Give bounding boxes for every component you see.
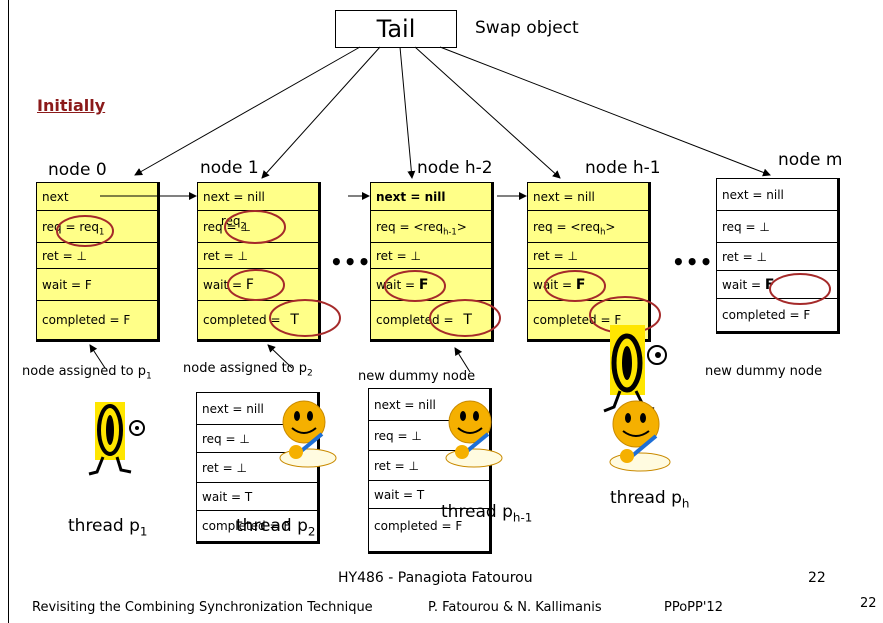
tail-label: Tail (376, 15, 416, 43)
field-next: next = nill (371, 183, 491, 211)
thread-ph-label: thread ph (610, 488, 690, 511)
course-footer: HY486 - Panagiota Fatourou (338, 570, 533, 586)
node-h-1-title: node h-1 (585, 158, 661, 178)
field-req: req = ⊥ (369, 421, 489, 451)
venue: PPoPP'12 (664, 600, 723, 615)
field-completed: completed = F (202, 519, 291, 533)
field-ret: ret = ⊥ (717, 243, 837, 271)
field-completed: completed = F (374, 519, 463, 533)
assigned-p1-label: node assigned to p1 (22, 364, 152, 382)
swap-object-caption: Swap object (475, 18, 579, 38)
thread-p2-label: thread p2 (236, 516, 316, 539)
assignment-arrows (89, 344, 471, 373)
node-m: next = nill req = ⊥ ret = ⊥ wait = F com… (716, 178, 840, 334)
initially-heading: Initially (37, 96, 106, 115)
ellipsis-2: ••• (672, 250, 714, 274)
highlight-ellipses (56, 210, 831, 337)
tail-pointer-arrows (134, 46, 771, 179)
node-0-title: node 0 (48, 160, 107, 180)
node-0: next req = req1 ret = ⊥ wait = F complet… (36, 182, 160, 342)
ellipsis-1: ••• (330, 250, 372, 274)
field-ret: ret = ⊥ (197, 453, 317, 483)
talk-title: Revisiting the Combining Synchronization… (32, 600, 373, 615)
node-h-2-title: node h-2 (417, 158, 493, 178)
field-wait: wait = F (37, 269, 157, 301)
authors: P. Fatourou & N. Kallimanis (428, 600, 602, 615)
dummy-node-label-1: new dummy node (358, 369, 476, 384)
tail-box: Tail (335, 10, 457, 48)
left-border (8, 0, 9, 623)
field-next: next = nill (717, 179, 837, 211)
field-completed: completed = F (722, 308, 811, 322)
field-req: req = <reqh-1> (371, 211, 491, 243)
writer-figure-ph (609, 400, 671, 472)
field-next: next (37, 183, 157, 211)
field-wait: wait = T (369, 481, 489, 509)
node-h-1: next = nill req = <reqh> ret = ⊥ wait = … (527, 182, 651, 342)
field-ret: ret = ⊥ (198, 243, 318, 269)
dummy-node-label-2: new dummy node (705, 364, 823, 379)
thread-ph-1-label: thread ph-1 (441, 502, 533, 525)
field-next: next = nill (369, 389, 489, 421)
field-wait: wait = T (197, 483, 317, 511)
lower-node-ph-1: next = nill req = ⊥ ret = ⊥ wait = T com… (368, 388, 492, 554)
node-h-2: next = nill req = <reqh-1> ret = ⊥ wait … (370, 182, 494, 342)
writer-figure-p2 (279, 400, 337, 468)
thread-p1-label: thread p1 (68, 516, 148, 539)
walker-figure-ph (603, 325, 667, 413)
field-req: req = ⊥ (717, 211, 837, 243)
field-completed: completed = T (203, 312, 299, 328)
field-next: next = nill (528, 183, 648, 211)
field-ret: ret = ⊥ (528, 243, 648, 269)
inner-page-number: 22 (808, 570, 826, 586)
field-req: req = ⊥ (197, 425, 317, 453)
field-ret: ret = ⊥ (37, 243, 157, 269)
writer-figure-ph-1 (445, 400, 503, 468)
field-completed: completed = F (533, 313, 622, 327)
walker-figure-p1 (88, 402, 145, 476)
field-completed: completed = F (42, 313, 131, 327)
assigned-p2-label: node assigned to p2 (183, 361, 313, 379)
node-1-title: node 1 (200, 158, 259, 178)
outer-page-number: 22 (860, 596, 877, 611)
field-completed: completed = T (376, 312, 472, 328)
field-ret: ret = ⊥ (371, 243, 491, 269)
field-req: req = <reqh> (528, 211, 648, 243)
node-m-title: node m (778, 150, 843, 170)
field-ret: ret = ⊥ (369, 451, 489, 481)
field-next: next = nill (197, 393, 317, 425)
node-1: next = nill req = ⊥req2 ret = ⊥ wait = F… (197, 182, 321, 342)
